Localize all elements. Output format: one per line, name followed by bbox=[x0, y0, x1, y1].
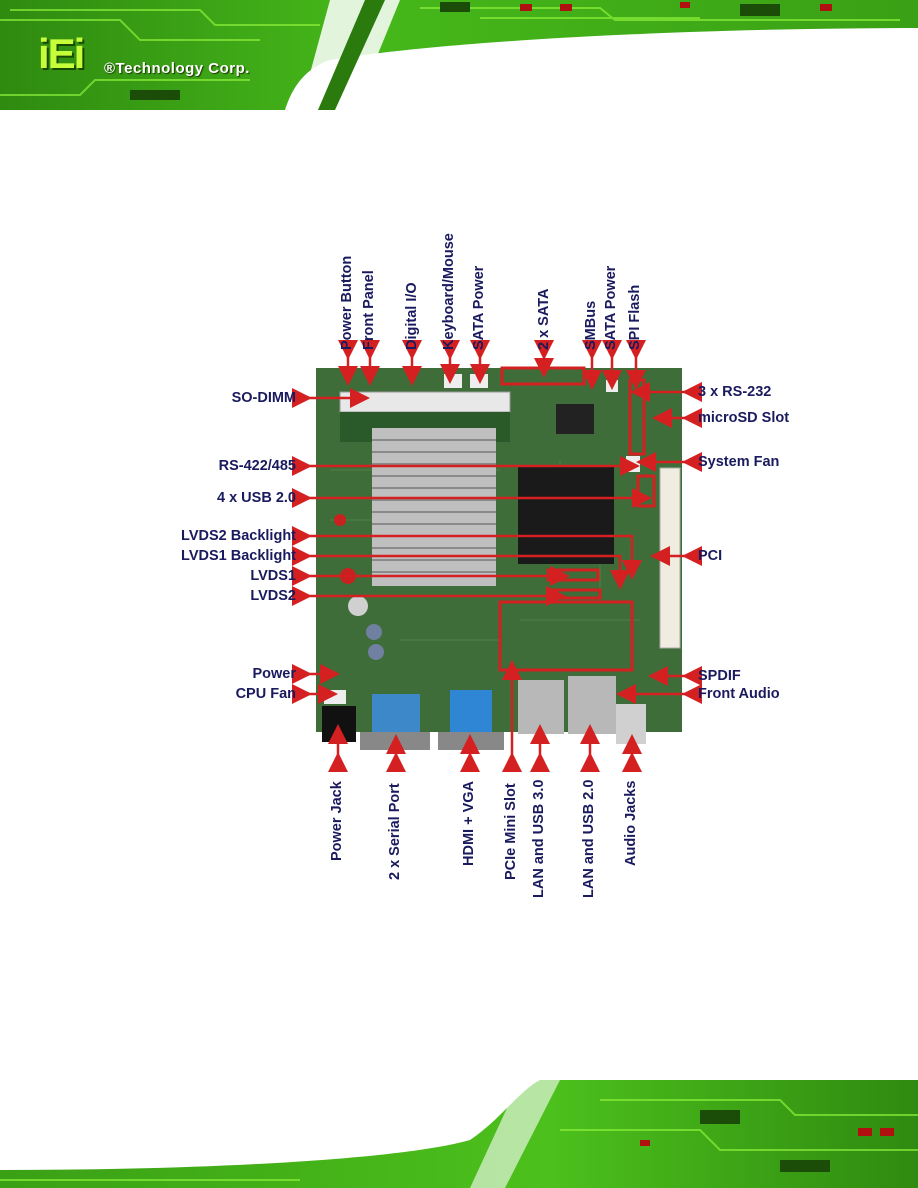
label-4x-usb20: 4 x USB 2.0 bbox=[217, 490, 296, 506]
company-name: ®Technology Corp. bbox=[104, 60, 250, 77]
label-lan-usb30: LAN and USB 3.0 bbox=[531, 779, 547, 898]
label-sata-power-1: SATA Power bbox=[471, 265, 487, 350]
vga-port bbox=[450, 690, 492, 736]
label-power: Power bbox=[252, 666, 296, 682]
io-chip bbox=[556, 404, 594, 434]
label-spi-flash: SPI Flash bbox=[627, 284, 643, 350]
label-power-jack: Power Jack bbox=[329, 781, 345, 861]
label-hdmi-vga: HDMI + VGA bbox=[461, 781, 477, 866]
footer-banner bbox=[0, 1080, 918, 1188]
label-front-panel: Front Panel bbox=[361, 270, 377, 350]
label-keyboard-mouse: Keyboard/Mouse bbox=[441, 233, 457, 350]
label-3x-rs232: 3 x RS-232 bbox=[698, 384, 772, 400]
label-pci: PCI bbox=[698, 548, 723, 564]
label-lvds1-backlight: LVDS1 Backlight bbox=[181, 548, 296, 564]
label-sata-power-2: SATA Power bbox=[603, 265, 619, 350]
label-pcie-mini-slot: PCIe Mini Slot bbox=[503, 783, 519, 880]
iei-logo: iEi bbox=[38, 30, 85, 78]
label-2x-serial-port: 2 x Serial Port bbox=[387, 783, 403, 880]
label-microsd-slot: microSD Slot bbox=[698, 410, 790, 426]
label-spdif: SPDIF bbox=[698, 668, 741, 684]
label-digital-io: Digital I/O bbox=[404, 282, 420, 350]
label-lan-usb20: LAN and USB 2.0 bbox=[581, 779, 597, 898]
label-system-fan: System Fan bbox=[698, 454, 780, 470]
logo-mark: iEi bbox=[38, 30, 85, 77]
label-lvds2: LVDS2 bbox=[250, 588, 296, 604]
label-cpu-fan: CPU Fan bbox=[235, 686, 296, 702]
label-front-audio: Front Audio bbox=[698, 686, 780, 702]
label-power-button: Power Button bbox=[339, 255, 355, 350]
serial-port-top bbox=[372, 694, 420, 738]
label-2x-sata: 2 x SATA bbox=[536, 288, 552, 350]
label-audio-jacks: Audio Jacks bbox=[623, 780, 639, 866]
label-lvds1: LVDS1 bbox=[250, 568, 296, 584]
label-smbus: SMBus bbox=[583, 300, 599, 350]
label-so-dimm: SO-DIMM bbox=[231, 390, 296, 406]
label-lvds2-backlight: LVDS2 Backlight bbox=[181, 528, 296, 544]
label-rs-422-485: RS-422/485 bbox=[218, 458, 296, 474]
header-banner bbox=[0, 0, 918, 110]
